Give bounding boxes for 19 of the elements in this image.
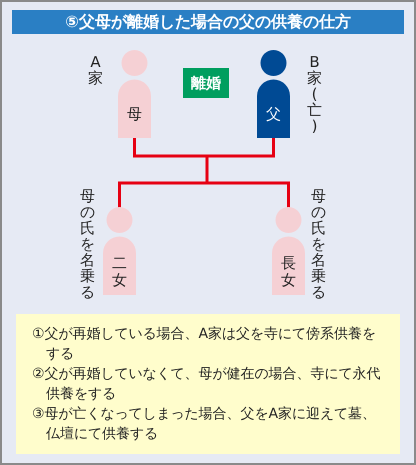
family-line (206, 154, 208, 184)
note-text: ①父が再婚している場合、A家は父を寺にて傍系供養をする (32, 325, 378, 364)
family-line (118, 182, 208, 208)
title-banner: ⑤父母が離婚した場合の父の供養の仕方 (12, 10, 404, 34)
family-line (206, 182, 290, 208)
person-label: 長女 (281, 255, 296, 289)
note-text: ②父が再婚していなくて、母が健在の場合、寺にて永代供養をする (32, 365, 382, 404)
family-line (206, 136, 275, 158)
family-line (133, 136, 208, 158)
surname-note: 母の氏を名乗る (311, 188, 326, 300)
note-text: ③母が亡くなってしまった場合、父をA家に迎えて墓、仏壇にて供養する (32, 405, 378, 444)
status-tag: 離婚 (183, 68, 229, 98)
person-label: 母 (127, 106, 142, 123)
person-label: 二女 (112, 255, 127, 289)
note-panel (16, 314, 400, 454)
family-name-text: B家(亡) (307, 54, 322, 134)
person-label: 父 (266, 106, 281, 123)
surname-note: 母の氏を名乗る (80, 188, 95, 300)
family-name-text: A家 (88, 54, 103, 86)
